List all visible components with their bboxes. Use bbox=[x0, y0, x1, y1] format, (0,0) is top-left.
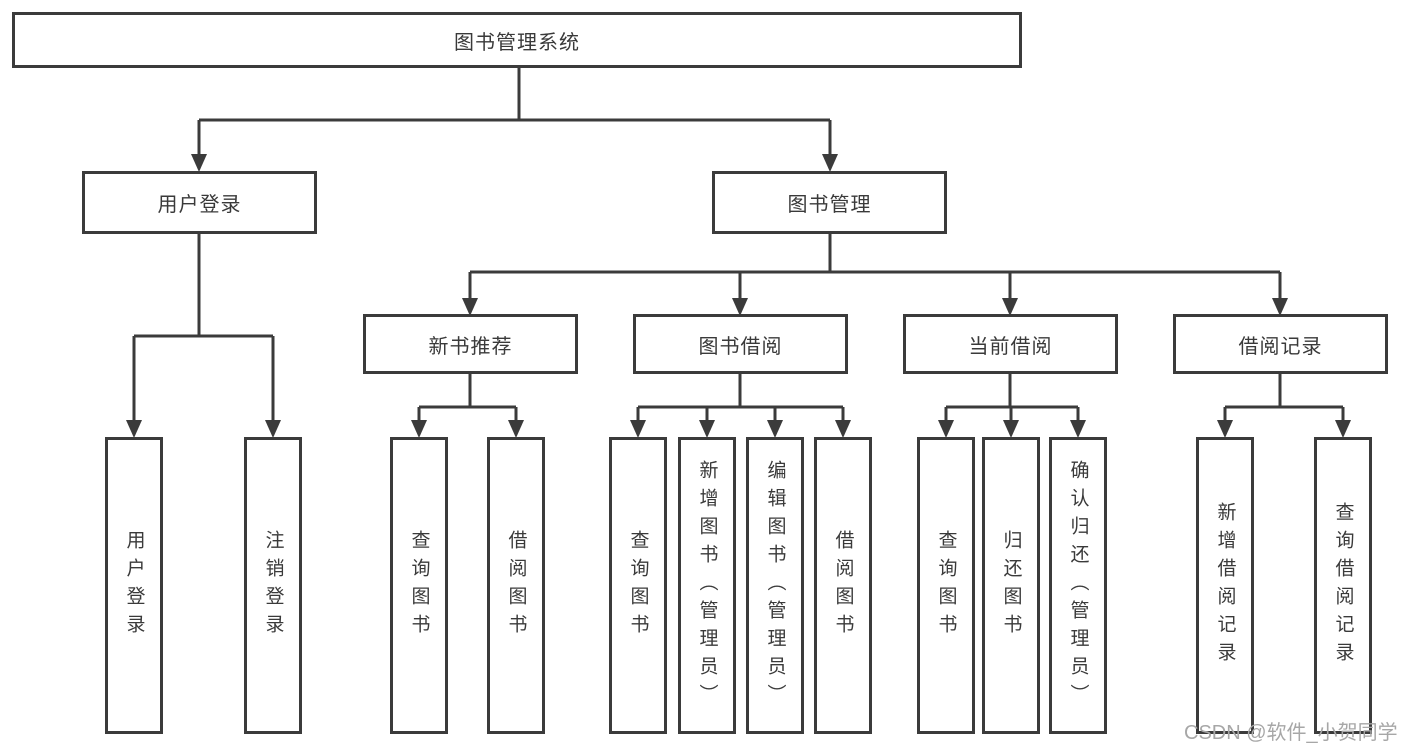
arrow-down-icon bbox=[699, 420, 715, 438]
leaf-current-confirm-return: 确认归还（管理员） bbox=[1049, 437, 1107, 734]
connector-line bbox=[132, 234, 275, 422]
csdn-watermark: CSDN @软件_小贺同学 bbox=[1184, 722, 1398, 744]
leaf-recommend-borrow-books: 借阅图书 bbox=[487, 437, 545, 734]
node-new-book-recommend: 新书推荐 bbox=[363, 314, 578, 374]
arrow-down-icon bbox=[462, 298, 478, 316]
arrow-down-icon bbox=[411, 420, 427, 438]
connector-current-to-leaves bbox=[938, 374, 1086, 438]
connector-line bbox=[468, 234, 1282, 300]
connector-root-to-level2 bbox=[191, 68, 838, 172]
arrow-down-icon bbox=[126, 420, 142, 438]
arrow-down-icon bbox=[1272, 298, 1288, 316]
arrow-down-icon bbox=[191, 154, 207, 172]
leaf-borrowing-query-books: 查询图书 bbox=[609, 437, 667, 734]
connector-borrowing-to-leaves bbox=[630, 374, 851, 438]
arrow-down-icon bbox=[265, 420, 281, 438]
arrow-down-icon bbox=[1335, 420, 1351, 438]
connector-newbook-to-leaves bbox=[411, 374, 524, 438]
arrow-down-icon bbox=[1070, 420, 1086, 438]
arrow-down-icon bbox=[835, 420, 851, 438]
arrow-down-icon bbox=[1003, 420, 1019, 438]
leaf-logout: 注销登录 bbox=[244, 437, 302, 734]
node-book-management: 图书管理 bbox=[712, 171, 947, 234]
arrow-down-icon bbox=[1002, 298, 1018, 316]
node-user-login-group: 用户登录 bbox=[82, 171, 317, 234]
leaf-recommend-query-books: 查询图书 bbox=[390, 437, 448, 734]
leaf-borrowing-edit-books: 编辑图书（管理员） bbox=[746, 437, 804, 734]
leaf-borrowing-borrow-books: 借阅图书 bbox=[814, 437, 872, 734]
connector-line bbox=[944, 374, 1080, 422]
node-root: 图书管理系统 bbox=[12, 12, 1022, 68]
node-current-borrowing: 当前借阅 bbox=[903, 314, 1118, 374]
connector-line bbox=[417, 374, 518, 422]
arrow-down-icon bbox=[1217, 420, 1233, 438]
node-book-borrowing: 图书借阅 bbox=[633, 314, 848, 374]
connector-line bbox=[636, 374, 845, 422]
leaf-records-add-record: 新增借阅记录 bbox=[1196, 437, 1254, 734]
leaf-current-query-books: 查询图书 bbox=[917, 437, 975, 734]
connector-line bbox=[1223, 374, 1345, 422]
connector-mgmt-to-level3 bbox=[462, 234, 1288, 316]
arrow-down-icon bbox=[822, 154, 838, 172]
arrow-down-icon bbox=[938, 420, 954, 438]
leaf-borrowing-add-books: 新增图书（管理员） bbox=[678, 437, 736, 734]
leaf-records-query-record: 查询借阅记录 bbox=[1314, 437, 1372, 734]
arrow-down-icon bbox=[630, 420, 646, 438]
arrow-down-icon bbox=[732, 298, 748, 316]
connector-records-to-leaves bbox=[1217, 374, 1351, 438]
connector-line bbox=[197, 68, 832, 156]
leaf-user-login: 用户登录 bbox=[105, 437, 163, 734]
connector-login-to-leaves bbox=[126, 234, 281, 438]
node-borrowing-records: 借阅记录 bbox=[1173, 314, 1388, 374]
arrow-down-icon bbox=[508, 420, 524, 438]
leaf-current-return-books: 归还图书 bbox=[982, 437, 1040, 734]
arrow-down-icon bbox=[767, 420, 783, 438]
